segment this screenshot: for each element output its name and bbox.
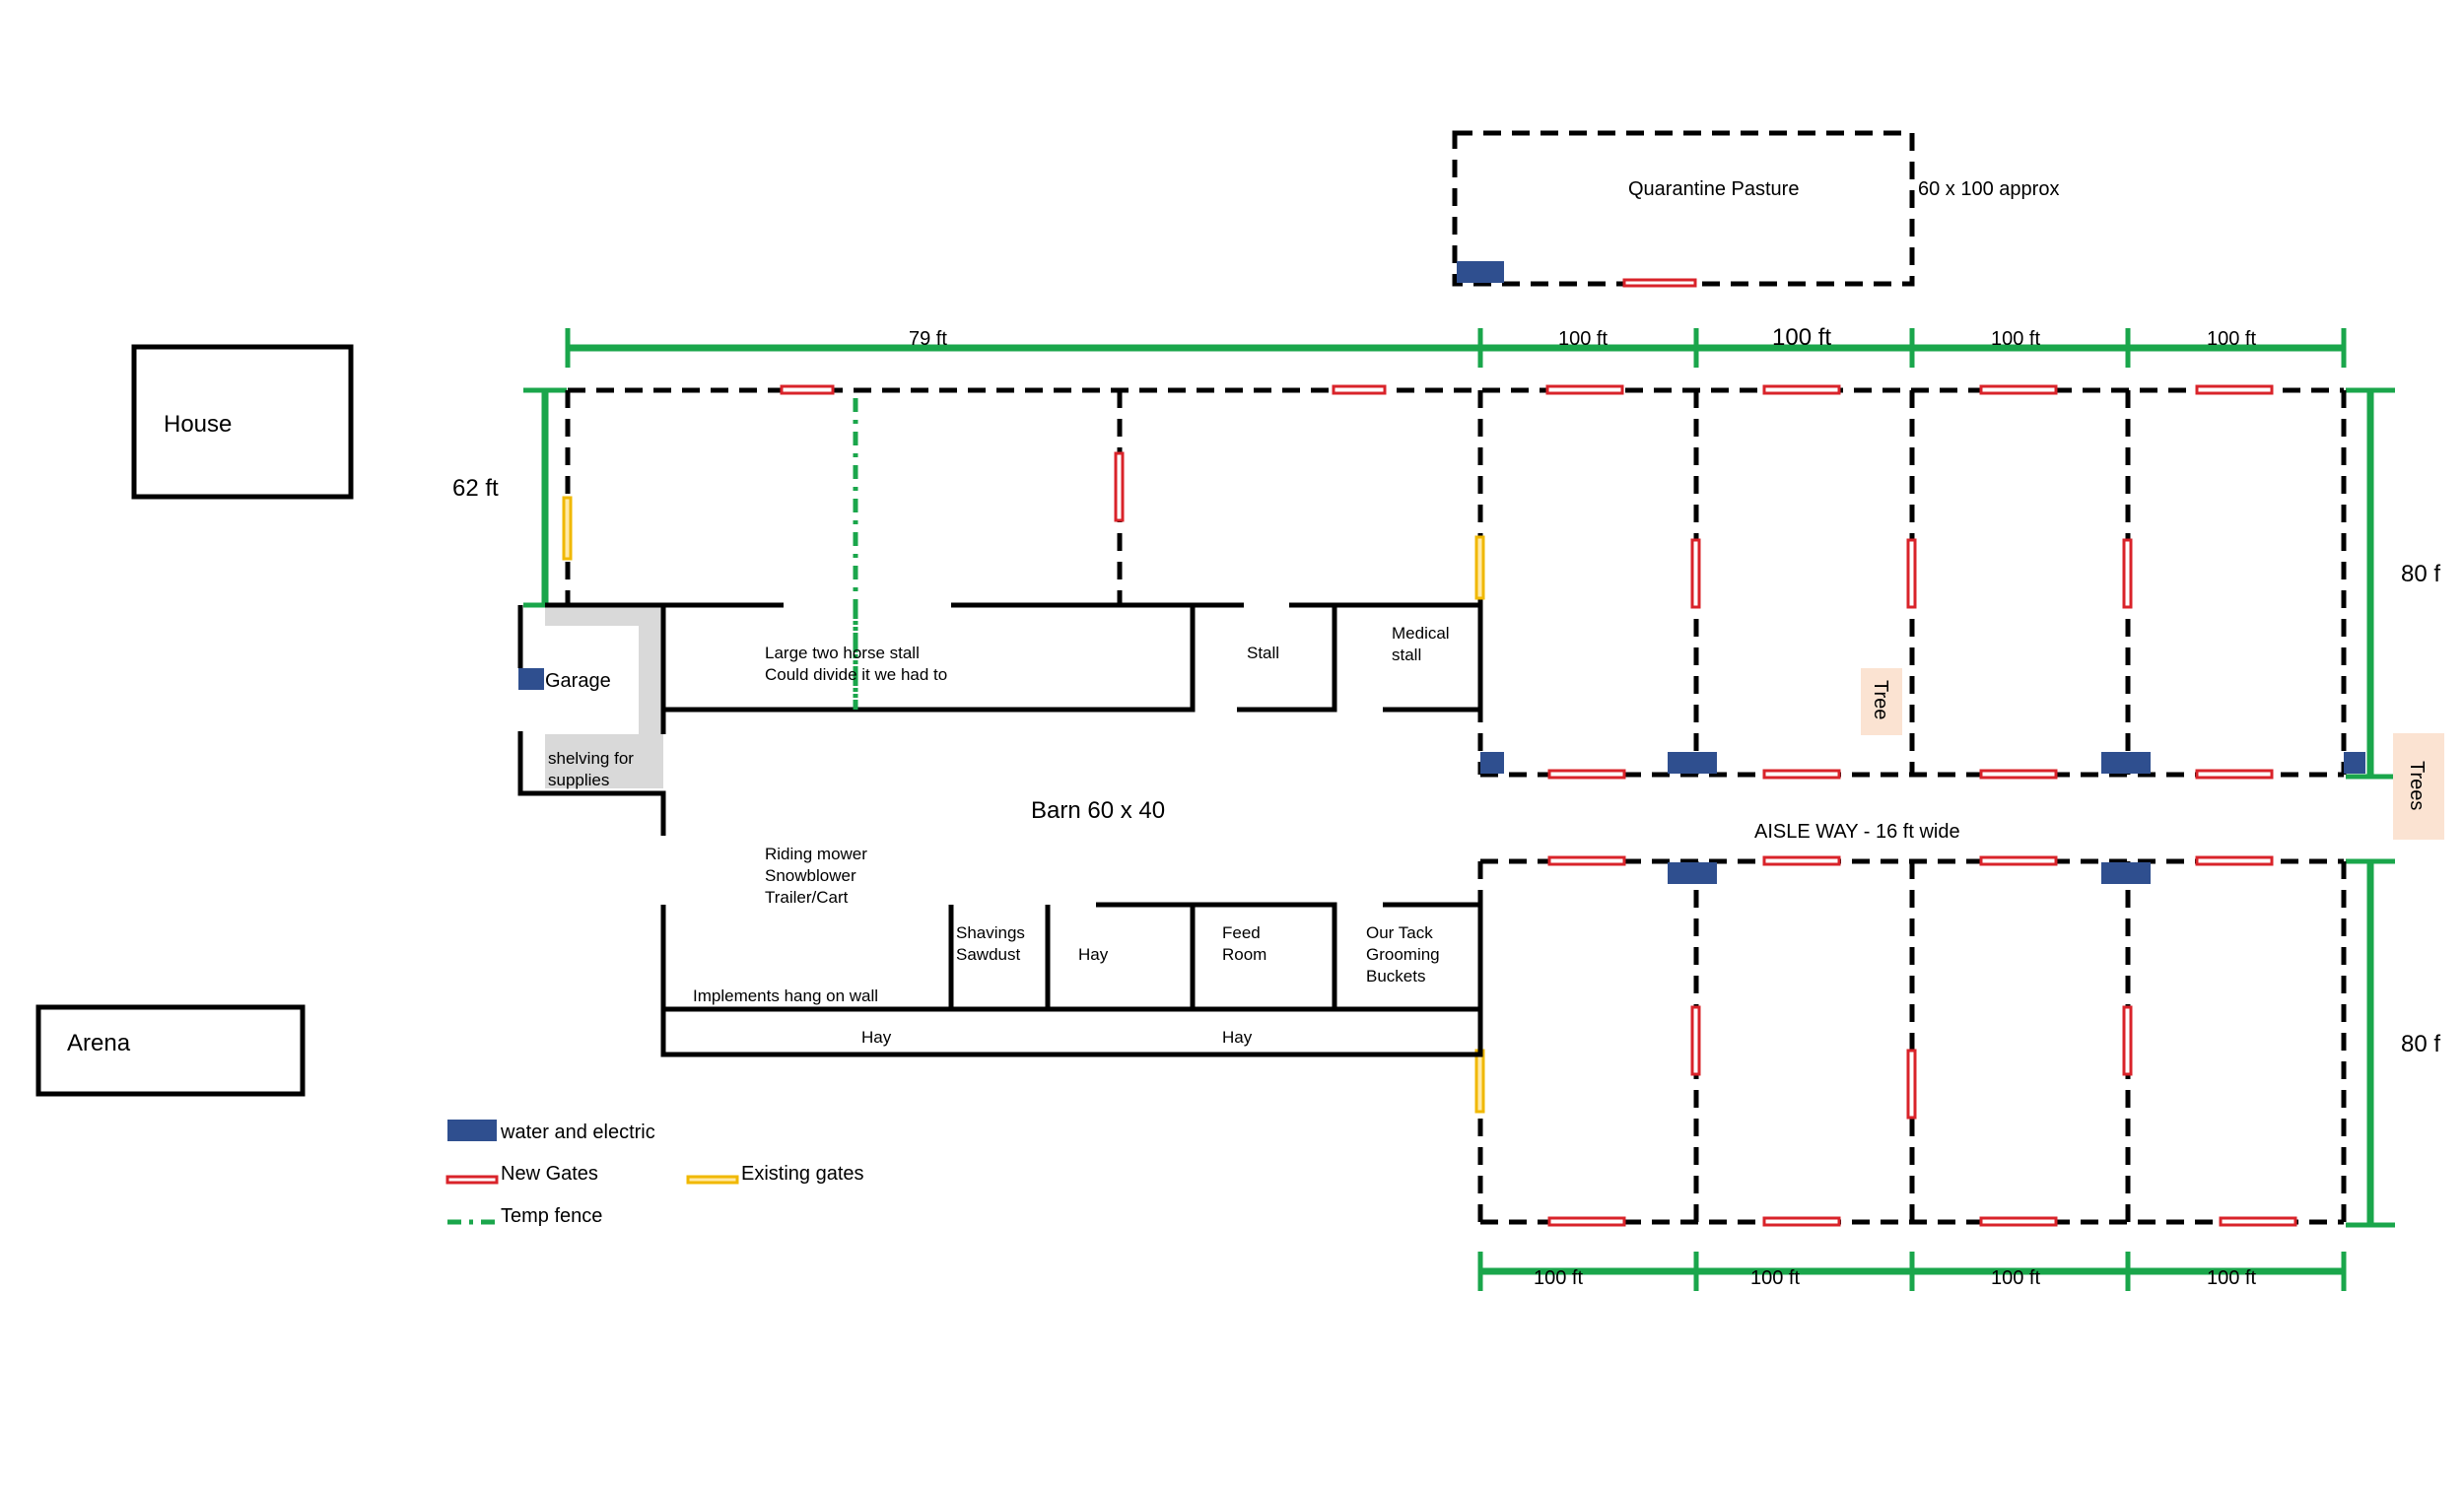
large-stall-label: Could divide it we had to bbox=[765, 665, 947, 684]
arena-label: Arena bbox=[67, 1030, 131, 1056]
dim-80-label: 80 f bbox=[2401, 1031, 2440, 1057]
legend-new-gates-label: New Gates bbox=[501, 1163, 598, 1185]
tree-marker: Tree bbox=[1861, 668, 1902, 735]
arena-box: Arena bbox=[35, 1004, 306, 1097]
tack-room-label: Our Tack bbox=[1366, 923, 1433, 942]
barn-labels: Large two horse stall Could divide it we… bbox=[693, 624, 1960, 1047]
dim-100-label: 100 ft bbox=[1772, 324, 1831, 351]
hay-label: Hay bbox=[1222, 1028, 1253, 1047]
feed-room-label: Feed bbox=[1222, 923, 1261, 942]
dim-100-label: 100 ft bbox=[2207, 328, 2256, 350]
existing-gate-icon bbox=[686, 1175, 739, 1185]
stall-label: Stall bbox=[1247, 644, 1279, 662]
storage-label: Snowblower bbox=[765, 866, 856, 885]
quarantine-pasture: Quarantine Pasture 60 x 100 approx bbox=[1452, 130, 2059, 288]
trees-label: Trees bbox=[2406, 761, 2428, 810]
legend-temp-fence-label: Temp fence bbox=[501, 1205, 602, 1227]
hay-label: Hay bbox=[861, 1028, 892, 1047]
water-icon bbox=[1457, 261, 1504, 283]
dim-100-label: 100 ft bbox=[1534, 1267, 1583, 1289]
water-icon bbox=[447, 1120, 497, 1141]
dim-100-label: 100 ft bbox=[1991, 328, 2040, 350]
medical-stall-label: stall bbox=[1392, 646, 1421, 664]
top-paddock-fences bbox=[565, 387, 2347, 778]
shelving-label: shelving for bbox=[548, 749, 634, 768]
tack-room-label: Buckets bbox=[1366, 967, 1425, 986]
trees-marker: Trees bbox=[2393, 733, 2444, 840]
aisle-label: AISLE WAY - 16 ft wide bbox=[1754, 821, 1960, 843]
shavings-label: Sawdust bbox=[956, 945, 1020, 964]
implements-label: Implements hang on wall bbox=[693, 986, 878, 1005]
dim-79-label: 79 ft bbox=[909, 328, 947, 350]
quarantine-label: Quarantine Pasture bbox=[1628, 178, 1799, 200]
medical-stall-label: Medical bbox=[1392, 624, 1450, 643]
garage-label: Garage bbox=[545, 670, 611, 692]
top-dimension-line: 79 ft 100 ft 100 ft 100 ft 100 ft bbox=[565, 324, 2347, 368]
existing-gates bbox=[562, 496, 1485, 1114]
barn-label: Barn 60 x 40 bbox=[1031, 797, 1165, 824]
dim-100-label: 100 ft bbox=[1558, 328, 1608, 350]
barn-walls bbox=[660, 602, 1483, 1057]
dim-62-label: 62 ft bbox=[452, 475, 499, 502]
house-box: House bbox=[131, 344, 354, 500]
large-stall-label: Large two horse stall bbox=[765, 644, 920, 662]
shelving-label: supplies bbox=[548, 771, 609, 789]
dim-80-label: 80 f bbox=[2401, 561, 2440, 587]
feed-room-label: Room bbox=[1222, 945, 1266, 964]
water-electric-points bbox=[518, 668, 2365, 884]
legend-existing-gates-label: Existing gates bbox=[741, 1163, 864, 1185]
new-gate-icon bbox=[445, 1175, 499, 1185]
shavings-label: Shavings bbox=[956, 923, 1025, 942]
tree-label: Tree bbox=[1870, 680, 1891, 719]
legend: water and electric New Gates Existing ga… bbox=[445, 1120, 864, 1227]
storage-label: Trailer/Cart bbox=[765, 888, 849, 907]
dim-100-label: 100 ft bbox=[1991, 1267, 2040, 1289]
house-label: House bbox=[164, 411, 232, 438]
left-dimension-line: 62 ft bbox=[452, 387, 567, 608]
dim-100-label: 100 ft bbox=[1750, 1267, 1800, 1289]
bottom-paddock-fences bbox=[1477, 858, 2347, 1225]
dim-100-label: 100 ft bbox=[2207, 1267, 2256, 1289]
new-gates bbox=[780, 384, 2297, 1227]
quarantine-size-label: 60 x 100 approx bbox=[1918, 178, 2059, 200]
garage: Garage shelving for supplies bbox=[517, 602, 666, 836]
water-icon bbox=[520, 668, 544, 690]
storage-label: Riding mower bbox=[765, 845, 867, 863]
right-dimension-lines: 80 f 80 f bbox=[2346, 387, 2440, 1228]
new-gate-icon bbox=[1622, 278, 1697, 288]
tack-room-label: Grooming bbox=[1366, 945, 1440, 964]
bottom-dimension-line: 100 ft 100 ft 100 ft 100 ft bbox=[1477, 1252, 2347, 1291]
hay-room-label: Hay bbox=[1078, 945, 1109, 964]
legend-water-label: water and electric bbox=[500, 1122, 655, 1143]
